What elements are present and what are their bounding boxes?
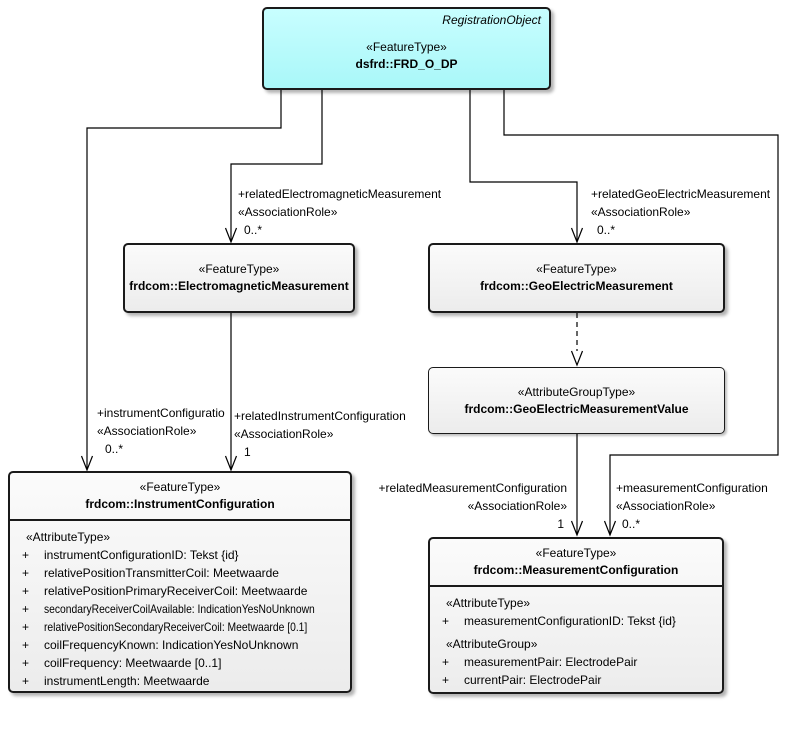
multiplicity: 0..*: [244, 223, 263, 237]
attribute-row: + relativePositionTransmitterCoil: Meetw…: [14, 564, 346, 582]
attribute-row: + relativePositionSecondaryReceiverCoil:…: [14, 618, 346, 636]
class-name: frdcom::GeoElectricMeasurement: [480, 279, 673, 293]
attribute-group-section-header: «AttributeGroup»: [446, 637, 538, 651]
visibility-marker: +: [22, 584, 30, 598]
class-box-geoelectric-measurement[interactable]: «FeatureType» frdcom::GeoElectricMeasure…: [428, 243, 725, 313]
class-name: dsfrd::FRD_O_DP: [355, 56, 458, 71]
visibility-marker: +: [22, 656, 30, 670]
role-name: +relatedInstrumentConfiguration: [234, 409, 406, 423]
attribute-text: currentPair: ElectrodePair: [464, 673, 602, 687]
attribute-text: measurementConfigurationID: Tekst {id}: [464, 614, 676, 628]
class-name: frdcom::ElectromagneticMeasurement: [129, 279, 349, 293]
visibility-marker: +: [442, 673, 450, 687]
visibility-marker: +: [22, 548, 30, 562]
attribute-compartment: «AttributeType» + instrumentConfiguratio…: [10, 521, 350, 694]
visibility-marker: +: [22, 602, 30, 616]
class-box-geoelectric-measurement-value[interactable]: «AttributeGroupType» frdcom::GeoElectric…: [428, 367, 725, 434]
open-arrowhead: [603, 520, 617, 537]
assoc-label-related-instrument-configuration: +relatedInstrumentConfiguration «Associa…: [234, 407, 406, 461]
class-box-frd-o-dp[interactable]: RegistrationObject «FeatureType» dsfrd::…: [262, 7, 551, 90]
tagged-value-registrationobject: RegistrationObject: [442, 13, 541, 27]
open-arrowhead: [570, 227, 584, 244]
class-name: frdcom::MeasurementConfiguration: [473, 563, 679, 577]
attribute-row: + coilFrequencyKnown: IndicationYesNoUnk…: [14, 636, 346, 654]
attribute-text: instrumentConfigurationID: Tekst {id}: [44, 548, 239, 562]
stereotype-label: «FeatureType»: [198, 262, 280, 276]
class-name: frdcom::GeoElectricMeasurementValue: [464, 401, 689, 416]
class-box-electromagnetic-measurement[interactable]: «FeatureType» frdcom::ElectromagneticMea…: [123, 243, 355, 313]
multiplicity: 1: [557, 517, 564, 531]
role-stereotype: «AssociationRole»: [591, 205, 691, 219]
assoc-label-related-electromagnetic-measurement: +relatedElectromagneticMeasurement «Asso…: [238, 185, 441, 239]
assoc-label-related-geoelectric-measurement: +relatedGeoElectricMeasurement «Associat…: [591, 185, 770, 239]
role-stereotype: «AssociationRole»: [97, 424, 197, 438]
attribute-row: + currentPair: ElectrodePair: [434, 671, 718, 689]
assoc-label-instrument-configuration: +instrumentConfiguratio «AssociationRole…: [97, 404, 225, 458]
role-stereotype: «AssociationRole»: [616, 499, 716, 513]
attribute-row: + instrumentConfigurationID: Tekst {id}: [14, 546, 346, 564]
role-name: +measurementConfiguration: [616, 481, 768, 495]
visibility-marker: +: [442, 614, 450, 628]
attribute-section-header: «AttributeType»: [26, 530, 111, 544]
attribute-text: coilFrequencyKnown: IndicationYesNoUnkno…: [44, 638, 299, 652]
class-box-instrument-configuration[interactable]: «FeatureType» frdcom::InstrumentConfigur…: [8, 471, 352, 693]
class-box-measurement-configuration[interactable]: «FeatureType» frdcom::MeasurementConfigu…: [428, 537, 724, 694]
attribute-text: measurementPair: ElectrodePair: [464, 655, 638, 669]
role-stereotype: «AssociationRole»: [238, 205, 338, 219]
stereotype-label: «FeatureType»: [536, 262, 617, 276]
connector-frd-to-geoelectric-measurement: [469, 90, 578, 241]
attribute-row: + measurementPair: ElectrodePair: [434, 653, 718, 671]
role-name: +relatedGeoElectricMeasurement: [591, 187, 771, 201]
role-name: +relatedElectromagneticMeasurement: [238, 187, 442, 201]
multiplicity: 1: [244, 445, 251, 459]
attribute-text: secondaryReceiverCoilAvailable: Indicati…: [44, 602, 315, 616]
attribute-text: coilFrequency: Meetwaarde [0..1]: [44, 656, 222, 670]
attribute-text: relativePositionPrimaryReceiverCoil: Mee…: [44, 584, 308, 598]
attribute-row: + secondaryReceiverCoilAvailable: Indica…: [14, 600, 346, 618]
attribute-row: + relativePositionPrimaryReceiverCoil: M…: [14, 582, 346, 600]
visibility-marker: +: [22, 566, 30, 580]
attribute-row: + measurementConfigurationID: Tekst {id}: [434, 612, 718, 630]
stereotype-label: «AttributeGroupType»: [517, 384, 636, 399]
open-arrowhead: [570, 520, 584, 537]
role-name: +instrumentConfiguratio: [97, 406, 225, 420]
open-arrowhead: [80, 455, 94, 472]
class-name: frdcom::InstrumentConfiguration: [85, 497, 275, 511]
role-stereotype: «AssociationRole»: [234, 427, 334, 441]
attribute-text: relativePositionTransmitterCoil: Meetwaa…: [44, 566, 279, 580]
attribute-section-header: «AttributeType»: [446, 596, 531, 610]
stereotype-label: «FeatureType»: [139, 480, 221, 494]
stereotype-label: «FeatureType»: [535, 546, 617, 560]
attribute-text: instrumentLength: Meetwaarde: [44, 674, 210, 688]
role-name: +relatedMeasurementConfiguration: [378, 481, 567, 495]
role-stereotype: «AssociationRole»: [467, 499, 567, 513]
stereotype-label: «FeatureType»: [366, 39, 447, 54]
visibility-marker: +: [442, 655, 450, 669]
visibility-marker: +: [22, 620, 30, 634]
attribute-compartment: «AttributeType» + measurementConfigurati…: [430, 587, 722, 693]
visibility-marker: +: [22, 674, 30, 688]
assoc-label-related-measurement-configuration: +relatedMeasurementConfiguration «Associ…: [379, 479, 567, 533]
visibility-marker: +: [22, 638, 30, 652]
multiplicity: 0..*: [105, 442, 124, 456]
open-arrowhead: [224, 227, 238, 244]
attribute-row: + coilFrequency: Meetwaarde [0..1]: [14, 654, 346, 672]
open-arrowhead: [570, 350, 584, 367]
assoc-label-measurement-configuration: +measurementConfiguration «AssociationRo…: [616, 479, 768, 533]
attribute-text: relativePositionSecondaryReceiverCoil: M…: [44, 620, 308, 634]
multiplicity: 0..*: [597, 223, 616, 237]
multiplicity: 0..*: [622, 517, 641, 531]
attribute-row: + instrumentLength: Meetwaarde: [14, 672, 346, 690]
